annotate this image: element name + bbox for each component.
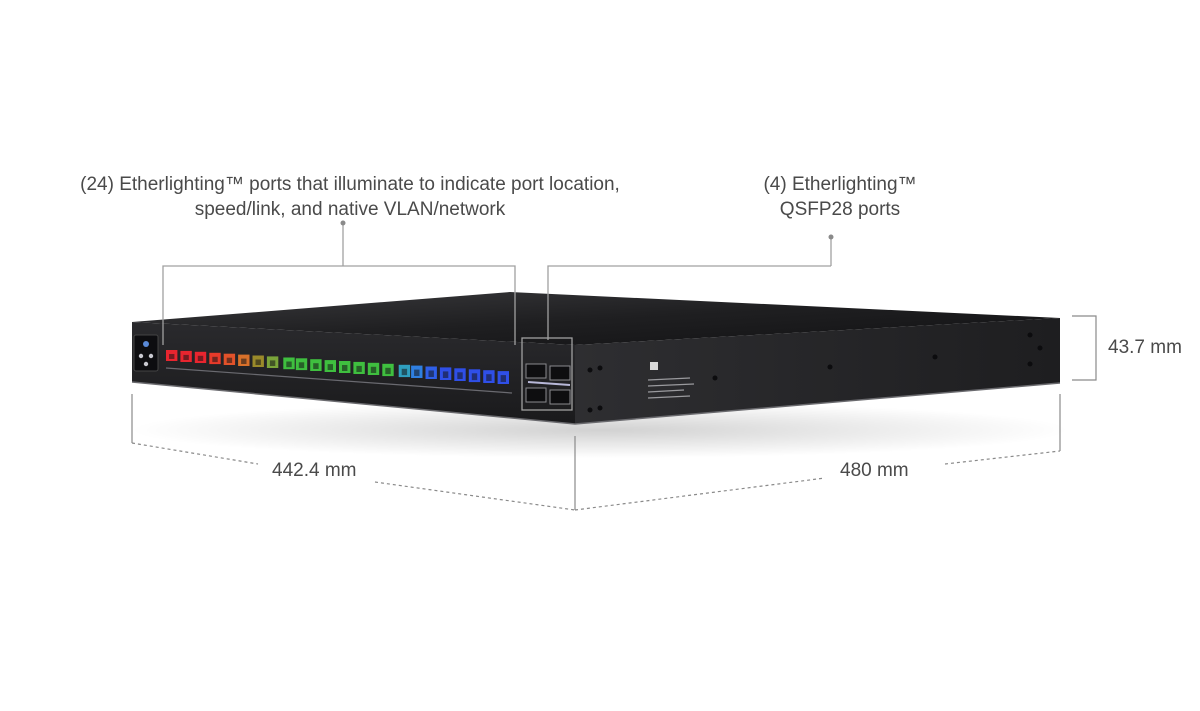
ethernet-port-socket — [169, 354, 175, 359]
width-dimension-line-b — [374, 481, 576, 511]
qsfp-ports-callout-line2: QSFP28 ports — [779, 199, 901, 220]
qsfp-leader-bracket — [547, 265, 831, 340]
chassis-front-edge — [131, 381, 1061, 425]
depth-dimension-label: 480 mm — [840, 460, 909, 481]
width-dimension-label: 442.4 mm — [272, 460, 357, 481]
qsfp-light-strip — [527, 381, 571, 386]
ethernet-port-socket — [457, 372, 463, 379]
ports-leader-bracket — [162, 265, 516, 345]
ethernet-port-socket — [471, 373, 478, 381]
ethernet-ports-callout: (24) Etherlighting™ ports that illuminat… — [40, 172, 660, 222]
ethernet-port-socket — [241, 358, 247, 364]
ethernet-port-socket — [313, 363, 319, 369]
display-indicator-icon — [148, 353, 154, 359]
qsfp-port — [525, 363, 547, 379]
depth-dimension-line-b — [944, 450, 1061, 465]
ethernet-port-socket — [356, 365, 362, 372]
qsfp-port — [525, 387, 547, 403]
height-dimension-line — [1072, 315, 1097, 381]
front-display — [133, 334, 159, 372]
ethernet-port-socket — [370, 366, 377, 373]
ethernet-port-socket — [269, 360, 276, 366]
ethernet-port-socket — [183, 354, 189, 360]
ports-leader-dot — [340, 220, 346, 226]
ethernet-port-socket — [212, 356, 218, 363]
port-light-strip — [165, 367, 513, 394]
qsfp-port — [549, 365, 571, 381]
ethernet-port-socket — [327, 364, 333, 370]
qsfp-ports-callout-line1: (4) Etherlighting™ — [763, 174, 917, 195]
height-dimension-label: 43.7 mm — [1108, 337, 1182, 358]
ethernet-ports-callout-line2: speed/link, and native VLAN/network — [194, 199, 506, 220]
ethernet-port-socket — [414, 369, 420, 376]
display-indicator-icon — [138, 353, 144, 359]
ethernet-port-socket — [428, 370, 434, 377]
side-label-logo — [650, 362, 658, 370]
ethernet-port-socket — [197, 355, 204, 361]
qsfp28-ports — [525, 363, 571, 405]
qsfp-highlight-box — [521, 337, 573, 411]
ethernet-port-socket — [286, 361, 292, 368]
ethernet-port-socket — [226, 357, 233, 363]
side-label-text — [647, 377, 695, 399]
chassis-top — [132, 292, 1060, 345]
chassis-side — [575, 318, 1060, 424]
rack-screws — [587, 332, 1043, 413]
ethernet-port-socket — [442, 371, 449, 378]
ethernet-port-socket — [486, 374, 492, 381]
qsfp-port — [549, 389, 571, 405]
ethernet-ports-callout-line1: (24) Etherlighting™ ports that illuminat… — [80, 174, 620, 195]
ethernet-port-socket — [500, 375, 506, 382]
ethernet-port-socket — [298, 362, 305, 369]
qsfp-ports-callout: (4) Etherlighting™ QSFP28 ports — [740, 172, 940, 222]
display-indicator-icon — [143, 341, 149, 347]
qsfp-leader-dot — [828, 234, 834, 240]
ethernet-port-socket — [401, 368, 408, 376]
ethernet-port-socket — [342, 365, 348, 371]
floor-shadow — [130, 402, 1070, 458]
ethernet-port-socket — [255, 359, 261, 365]
display-indicator-icon — [143, 361, 149, 367]
depth-dimension-line-a — [574, 477, 826, 511]
ethernet-ports — [165, 350, 513, 394]
ethernet-port-socket — [385, 367, 391, 375]
